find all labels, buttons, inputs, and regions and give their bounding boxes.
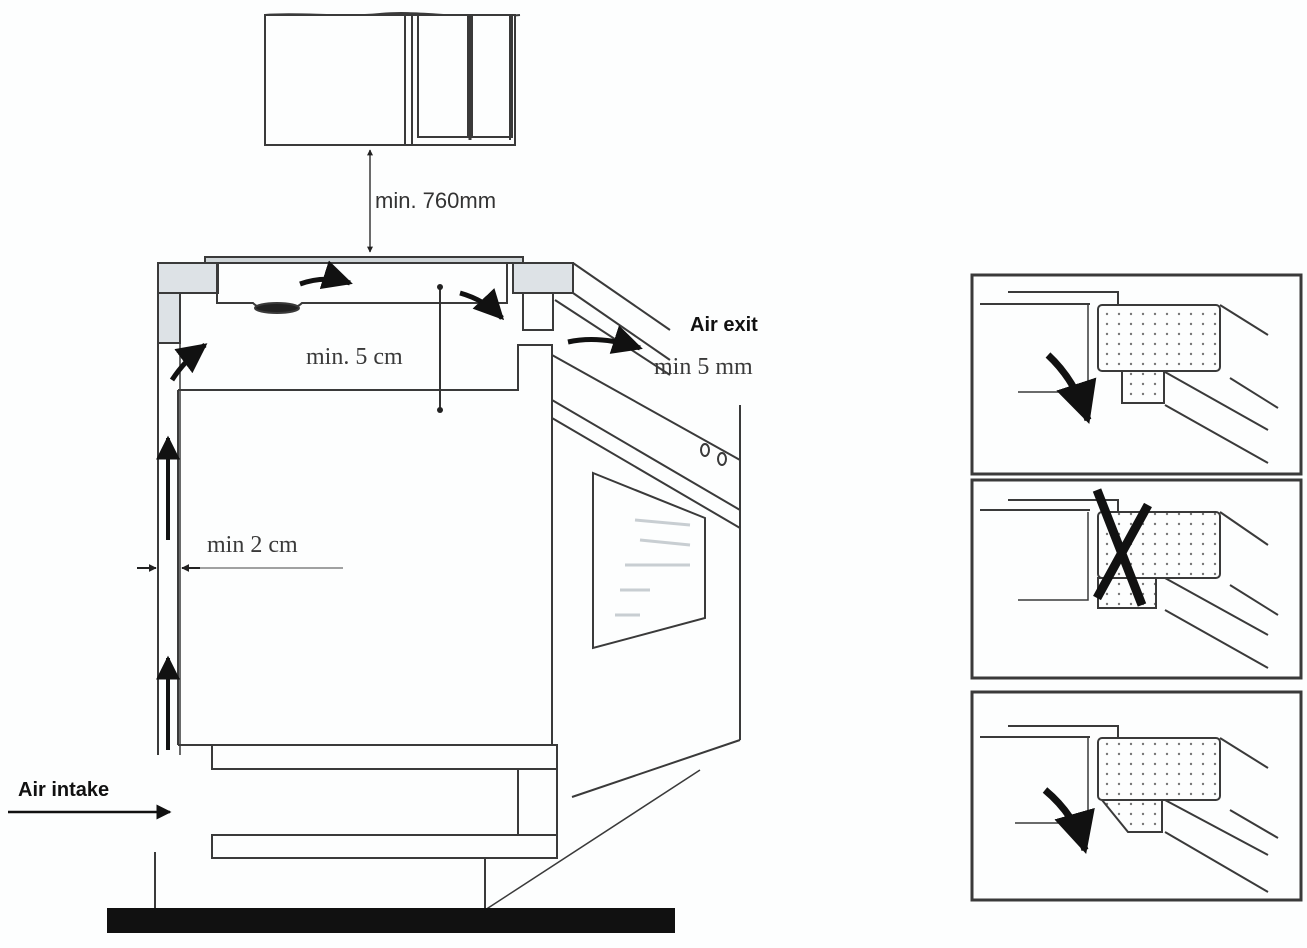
air-intake-label: Air intake bbox=[18, 779, 110, 801]
upper-cabinet bbox=[264, 12, 521, 146]
air-exit-label: Air exit bbox=[690, 314, 758, 336]
detail-panels bbox=[970, 273, 1303, 902]
cabinet-clearance-label: min. 760mm bbox=[375, 188, 497, 213]
top-clearance-label: min. 5 cm bbox=[306, 344, 403, 370]
side-clearance-label: min 2 cm bbox=[207, 532, 298, 558]
incorrect-x-mark bbox=[1092, 488, 1152, 607]
exit-gap-label: min 5 mm bbox=[654, 354, 753, 380]
